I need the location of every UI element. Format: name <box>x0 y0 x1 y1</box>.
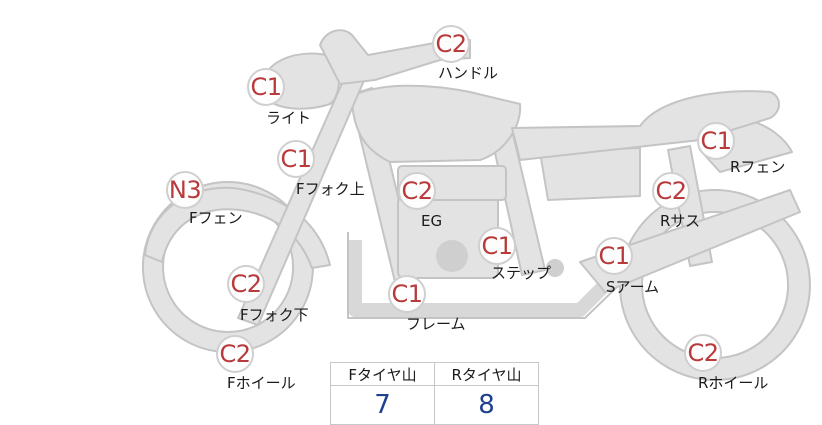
f-fender-label: Fフェン <box>189 209 243 227</box>
f-fork-top-grade-badge[interactable]: C1 <box>277 140 315 178</box>
light-grade-badge[interactable]: C1 <box>247 68 285 106</box>
r-wheel-grade-badge[interactable]: C2 <box>684 334 722 372</box>
rear-tire-header: Rタイヤ山 <box>434 362 539 386</box>
light-label: ライト <box>266 109 312 127</box>
f-wheel-label: Fホイール <box>227 374 296 392</box>
frame-lower-outline <box>347 232 619 319</box>
fuel-tank <box>351 84 522 163</box>
step-label: ステップ <box>491 264 552 282</box>
frame-lower-tube <box>348 240 615 317</box>
f-wheel-grade-badge[interactable]: C2 <box>216 335 254 373</box>
f-fork-top-label: Fフォク上 <box>296 180 365 198</box>
r-fender-label: Rフェン <box>730 158 786 176</box>
swing-arm-shape <box>579 189 801 293</box>
engine-grade-badge[interactable]: C2 <box>398 172 436 210</box>
frame-label: フレーム <box>406 315 466 333</box>
tire-tread-table: Fタイヤ山 Rタイヤ山 7 8 <box>330 362 539 425</box>
seat <box>511 90 780 161</box>
s-arm-label: Sアーム <box>606 278 660 296</box>
front-tire-value[interactable]: 7 <box>330 385 435 425</box>
engine-sprocket <box>546 259 564 277</box>
frame-grade-badge[interactable]: C1 <box>388 275 426 313</box>
f-fender-grade-badge[interactable]: N3 <box>166 171 204 209</box>
s-arm-grade-badge[interactable]: C1 <box>595 237 633 275</box>
r-sus-grade-badge[interactable]: C2 <box>652 172 690 210</box>
f-fork-bottom-grade-badge[interactable]: C2 <box>227 265 265 303</box>
engine-cover <box>436 240 468 272</box>
r-fender-grade-badge[interactable]: C1 <box>697 122 735 160</box>
front-tire-header: Fタイヤ山 <box>330 362 435 386</box>
f-fork-bottom-label: Fフォク下 <box>240 306 309 324</box>
r-wheel-label: Rホイール <box>698 374 769 392</box>
handle-grade-badge[interactable]: C2 <box>432 25 470 63</box>
r-sus-label: Rサス <box>660 212 701 230</box>
step-grade-badge[interactable]: C1 <box>478 227 516 265</box>
engine-label: EG <box>421 212 443 230</box>
handle-label: ハンドル <box>438 64 499 82</box>
rear-tire-value[interactable]: 8 <box>434 385 539 425</box>
